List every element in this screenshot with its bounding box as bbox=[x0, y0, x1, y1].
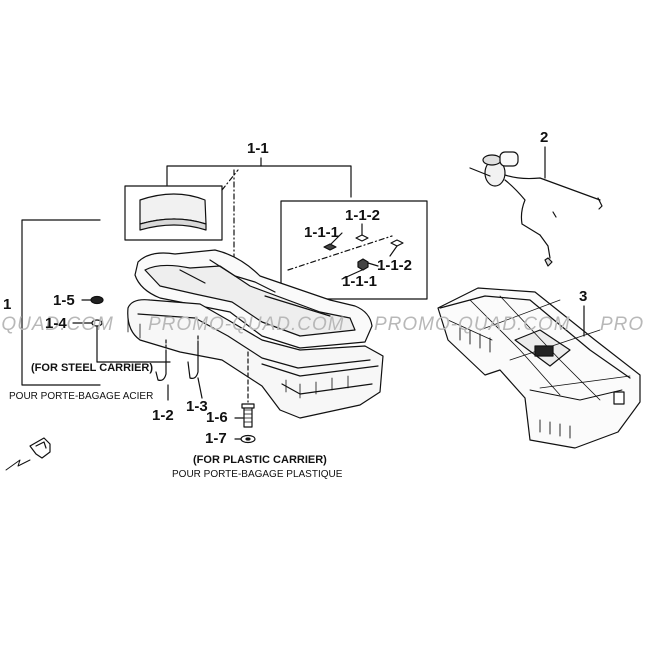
leader-1-1-1 bbox=[341, 269, 363, 280]
note-plastic-carrier-fr: POUR PORTE-BAGAGE PLASTIQUE bbox=[172, 469, 343, 480]
watermark-segment: PRO bbox=[600, 314, 645, 335]
bolt-part-1-6 bbox=[234, 351, 255, 428]
callout-1-1-1: 1-1-1 bbox=[342, 273, 378, 290]
front-direction-arrow-icon bbox=[5, 437, 51, 471]
seat-pad-detail-box bbox=[124, 169, 239, 241]
callout-1-4: 1-4 bbox=[45, 315, 67, 332]
callout-1-1-2: 1-1-2 bbox=[377, 257, 413, 274]
cargo-bag-part-3 bbox=[437, 287, 641, 449]
callout-1-1-1: 1-1-1 bbox=[304, 224, 340, 241]
callout-1-7: 1-7 bbox=[205, 430, 227, 447]
bracket-1 bbox=[21, 219, 101, 386]
note-steel-carrier: (FOR STEEL CARRIER) bbox=[31, 362, 154, 374]
watermark-segment: PROMO-QUAD.COM bbox=[148, 314, 345, 335]
callout-1-1: 1-1 bbox=[247, 140, 269, 157]
fastener-detail-box bbox=[259, 200, 428, 301]
callout-1-6: 1-6 bbox=[206, 409, 228, 426]
note-steel-carrier-fr: POUR PORTE-BAGAGE ACIER bbox=[9, 391, 154, 402]
hook-part-1-2 bbox=[155, 339, 169, 401]
callout-1: 1 bbox=[3, 296, 12, 313]
watermark-segment: -QUAD.COM bbox=[0, 314, 114, 335]
washer-part-1-4 bbox=[72, 319, 171, 363]
harness-part-2 bbox=[469, 146, 603, 267]
washer-part-1-7 bbox=[234, 434, 256, 444]
bracket-1-1 bbox=[166, 165, 352, 198]
note-plastic-carrier: (FOR PLASTIC CARRIER) bbox=[193, 454, 327, 466]
rear-carrier-body bbox=[127, 249, 384, 419]
callout-1-5: 1-5 bbox=[53, 292, 75, 309]
watermark-segment: PROMO-QUAD.COM bbox=[374, 314, 571, 335]
callout-1-3: 1-3 bbox=[186, 398, 208, 415]
nut-part-1-5 bbox=[81, 295, 104, 305]
hook-part-1-3 bbox=[187, 335, 203, 399]
callout-3: 3 bbox=[579, 288, 588, 305]
callout-2: 2 bbox=[540, 129, 549, 146]
callout-1-2: 1-2 bbox=[152, 407, 174, 424]
callout-1-1-2: 1-1-2 bbox=[345, 207, 381, 224]
